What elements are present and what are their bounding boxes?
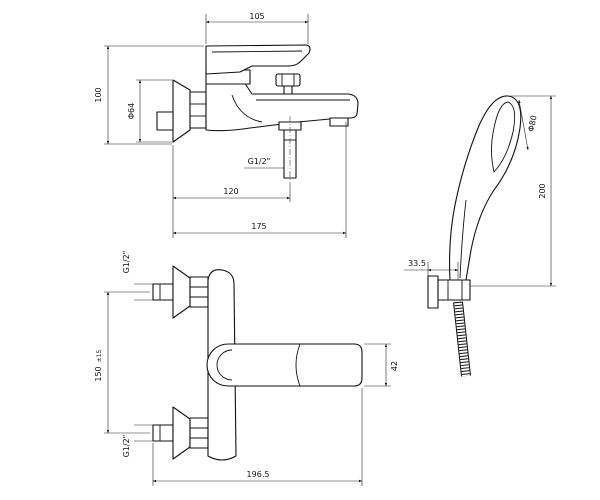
- diverter-knob: [275, 73, 301, 87]
- spout-outlet: [329, 117, 349, 127]
- inlet-stub: [156, 111, 174, 131]
- upper-wall-flange: [172, 265, 191, 319]
- lower-inlet-stub: [152, 424, 174, 442]
- label-top-diameter: Φ64: [127, 103, 136, 119]
- front-view: G1/2" G1/2" 150 ±15 42 196.5: [94, 251, 399, 486]
- label-top-outlet-distance: 120: [223, 187, 238, 196]
- label-top-total-length: 175: [251, 222, 266, 231]
- dim-line-diameter-80: [518, 99, 529, 151]
- connector-nut: [189, 91, 207, 129]
- label-shower-diameter: Φ80: [526, 114, 538, 132]
- upper-connector-nut: [189, 276, 209, 308]
- lever-handle: [205, 44, 311, 75]
- side-view: 105 100 Φ64 G1/2" 120 175: [94, 12, 359, 238]
- front-lever-handle: [206, 343, 363, 387]
- label-shower-length: 200: [538, 183, 547, 198]
- hand-shower-view: Φ80 200 33.5: [404, 95, 556, 377]
- wall-holder-clamp: [437, 279, 471, 301]
- label-top-outlet-thread: G1/2": [248, 157, 271, 166]
- label-top-width: 105: [249, 12, 264, 21]
- wall-flange: [172, 79, 191, 143]
- shower-hose: [453, 301, 471, 377]
- label-front-thread-upper: G1/2": [122, 251, 131, 274]
- body-contour-line: [231, 94, 263, 123]
- label-front-total-width: 196.5: [247, 470, 270, 479]
- label-front-center-tolerance: ±15: [96, 349, 103, 362]
- spray-face: [491, 101, 516, 173]
- label-front-thread-lower: G1/2": [122, 435, 131, 458]
- wall-holder-plate: [427, 275, 439, 309]
- lower-wall-flange: [172, 406, 191, 460]
- label-holder-depth: 33.5: [408, 259, 426, 268]
- label-front-center-distance: 150: [94, 366, 103, 381]
- upper-inlet-stub: [152, 283, 174, 301]
- label-front-handle-height: 42: [390, 361, 399, 371]
- label-top-height: 100: [94, 87, 103, 102]
- lower-connector-nut: [189, 417, 209, 449]
- diverter-stem: [283, 85, 293, 95]
- mixer-body: [205, 81, 359, 132]
- hand-shower-head: [449, 95, 522, 281]
